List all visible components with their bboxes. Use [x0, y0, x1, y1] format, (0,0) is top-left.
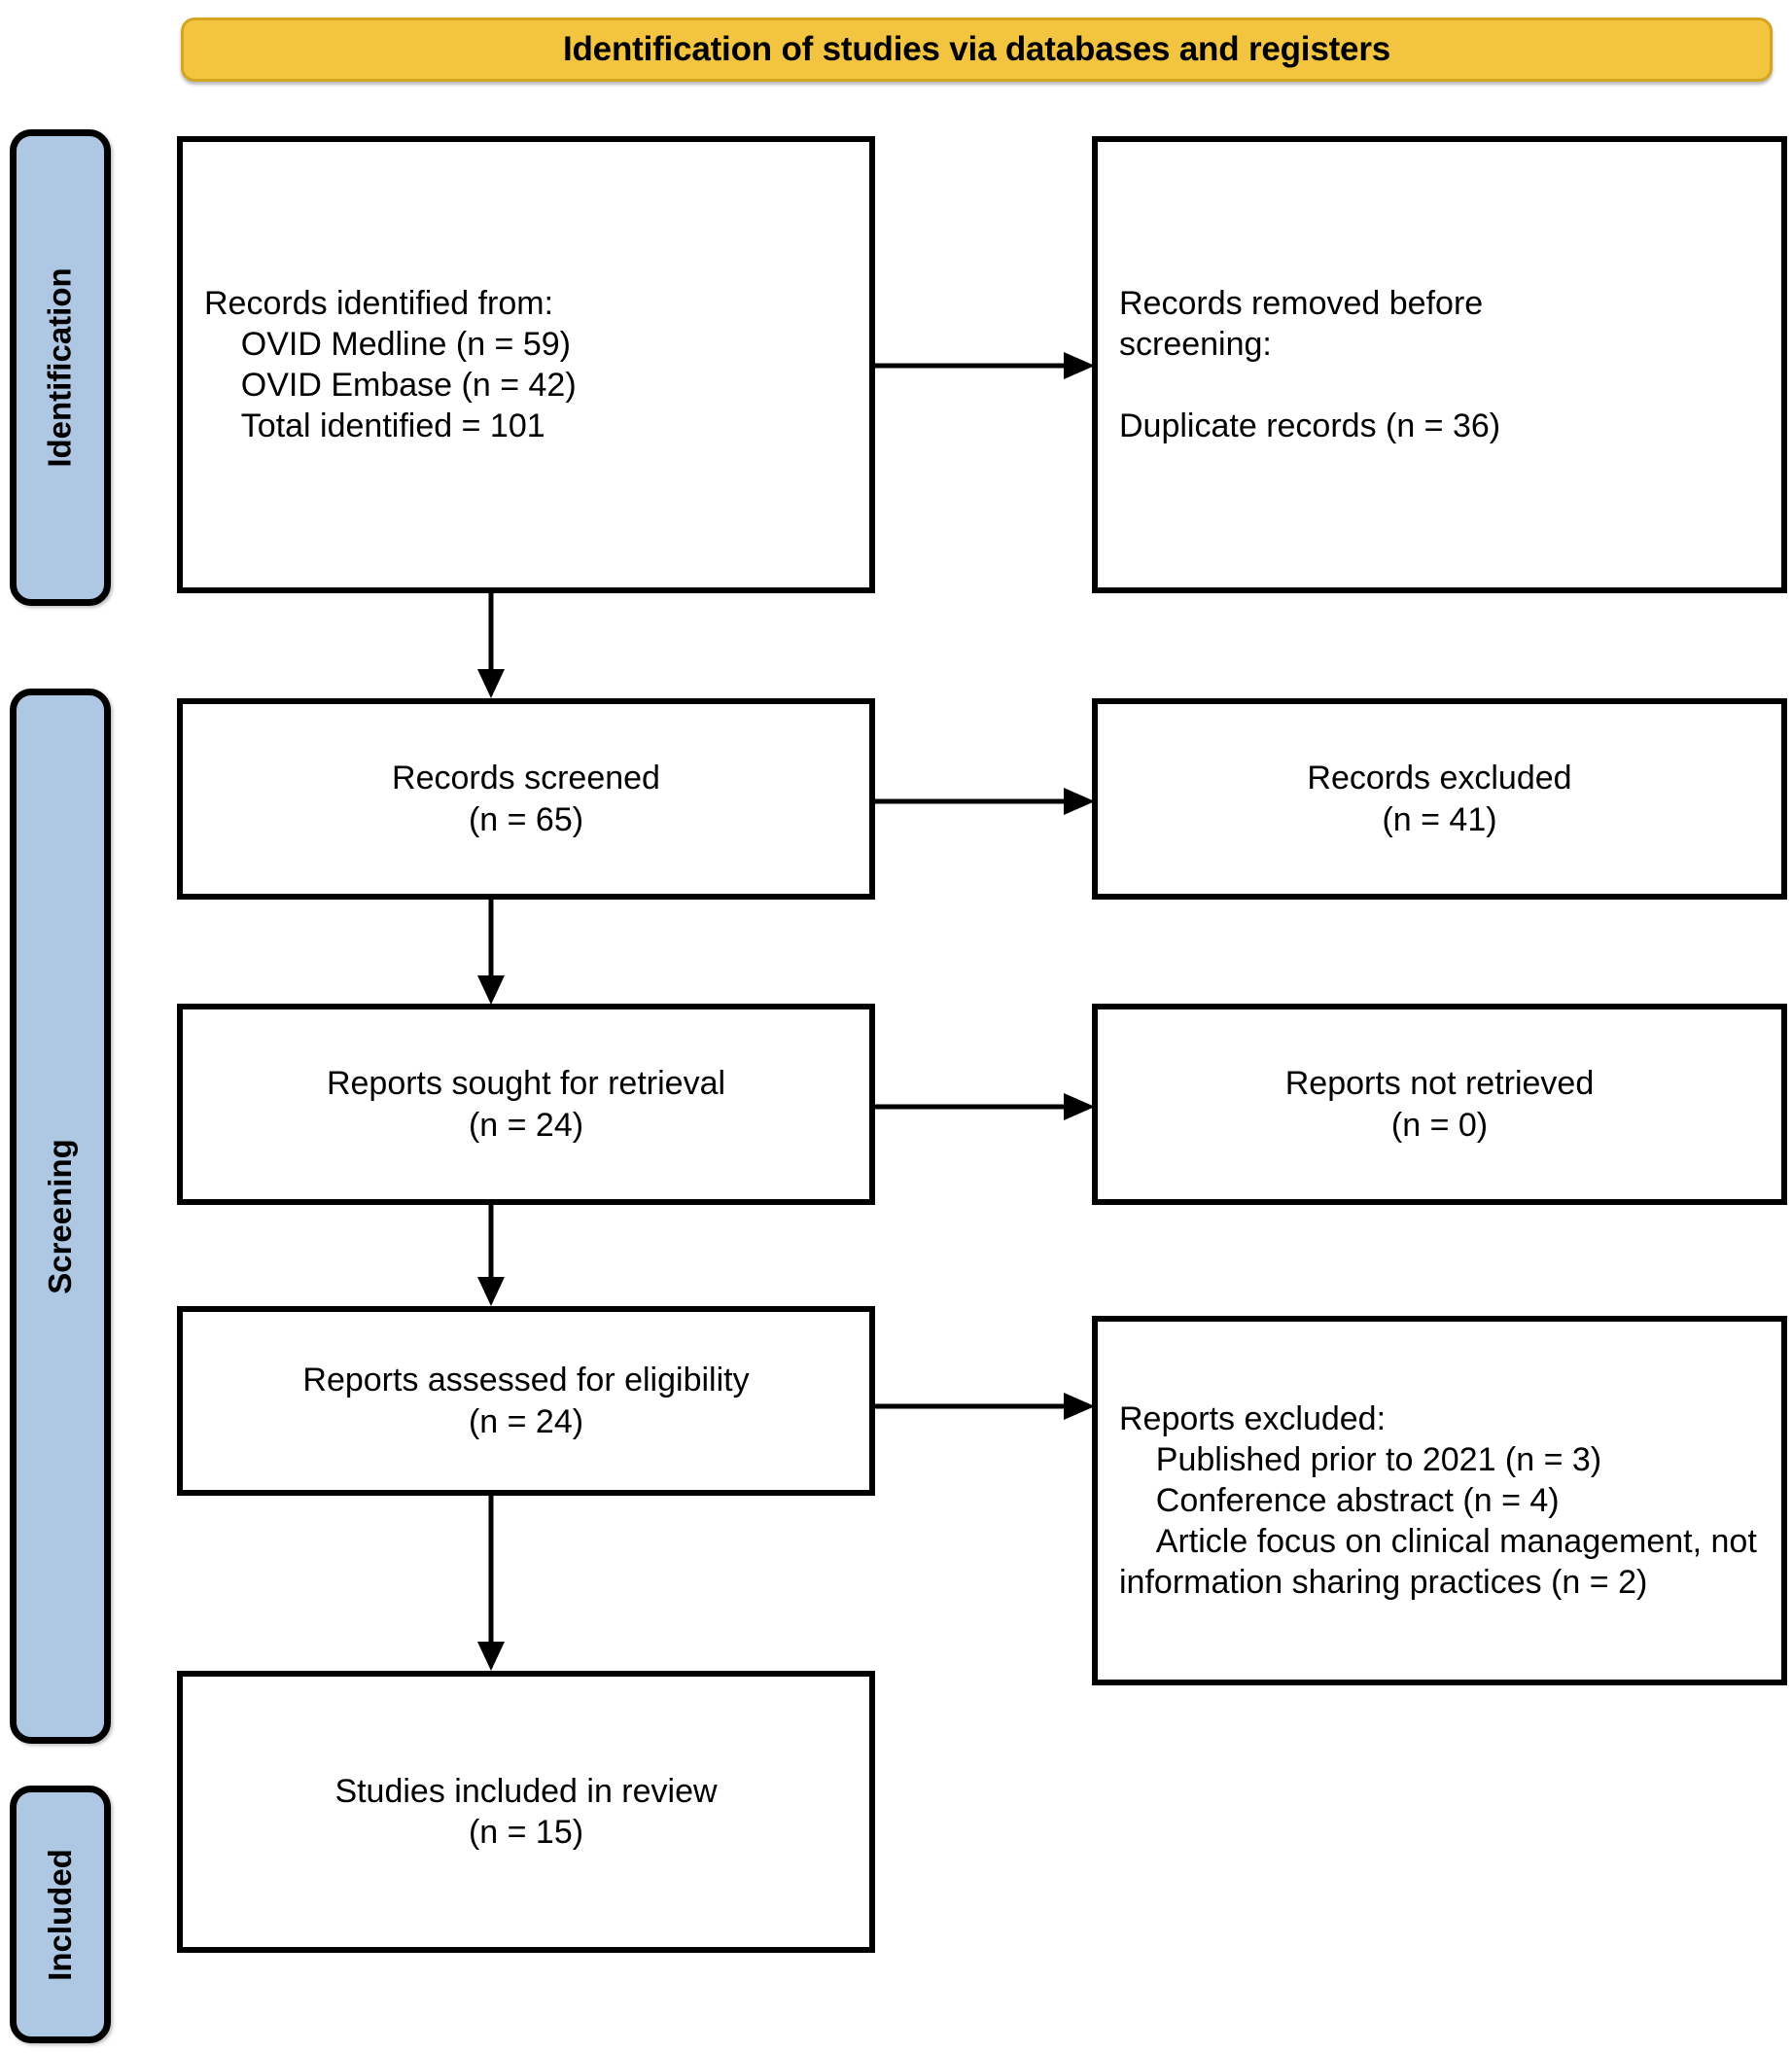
box-reports-assessed: Reports assessed for eligibility (n = 24… [177, 1306, 875, 1496]
arrow-sought-to-not-retrieved [871, 1089, 1099, 1124]
arrow-assessed-to-reports-excluded [871, 1389, 1099, 1424]
box-reports-excluded: Reports excluded: Published prior to 202… [1092, 1316, 1787, 1685]
stage-label-included-text: Included [42, 1848, 78, 1981]
stage-label-identification-text: Identification [42, 267, 78, 468]
arrow-screened-to-excluded [871, 784, 1099, 819]
diagram-title: Identification of studies via databases … [562, 30, 1391, 68]
box-reports-assessed-text: Reports assessed for eligibility (n = 24… [302, 1362, 750, 1440]
box-records-screened: Records screened (n = 65) [177, 698, 875, 900]
stage-label-included: Included [10, 1786, 111, 2043]
box-records-excluded: Records excluded (n = 41) [1092, 698, 1787, 900]
arrow-screened-to-sought [474, 896, 509, 1009]
box-reports-not-retrieved: Reports not retrieved (n = 0) [1092, 1004, 1787, 1205]
box-studies-included-text: Studies included in review (n = 15) [334, 1772, 718, 1851]
box-records-screened-text: Records screened (n = 65) [392, 760, 660, 838]
arrow-identified-to-removed [871, 348, 1099, 383]
box-reports-excluded-text: Reports excluded: Published prior to 202… [1119, 1399, 1757, 1602]
diagram-header-banner: Identification of studies via databases … [181, 18, 1773, 82]
box-reports-sought: Reports sought for retrieval (n = 24) [177, 1004, 875, 1205]
box-reports-not-retrieved-text: Reports not retrieved (n = 0) [1284, 1065, 1595, 1144]
stage-label-screening-text: Screening [42, 1138, 78, 1294]
box-studies-included: Studies included in review (n = 15) [177, 1671, 875, 1953]
box-records-identified-text: Records identified from: OVID Medline (n… [204, 284, 577, 445]
stage-label-identification: Identification [10, 129, 111, 606]
box-records-removed-text: Records removed before screening: Duplic… [1119, 284, 1501, 445]
box-records-removed: Records removed before screening: Duplic… [1092, 136, 1787, 593]
arrow-identified-to-screened [474, 589, 509, 702]
stage-label-screening: Screening [10, 689, 111, 1744]
box-reports-sought-text: Reports sought for retrieval (n = 24) [326, 1065, 726, 1144]
arrow-assessed-to-included [474, 1492, 509, 1675]
arrow-sought-to-assessed [474, 1201, 509, 1310]
box-records-identified: Records identified from: OVID Medline (n… [177, 136, 875, 593]
box-records-excluded-text: Records excluded (n = 41) [1307, 760, 1572, 838]
